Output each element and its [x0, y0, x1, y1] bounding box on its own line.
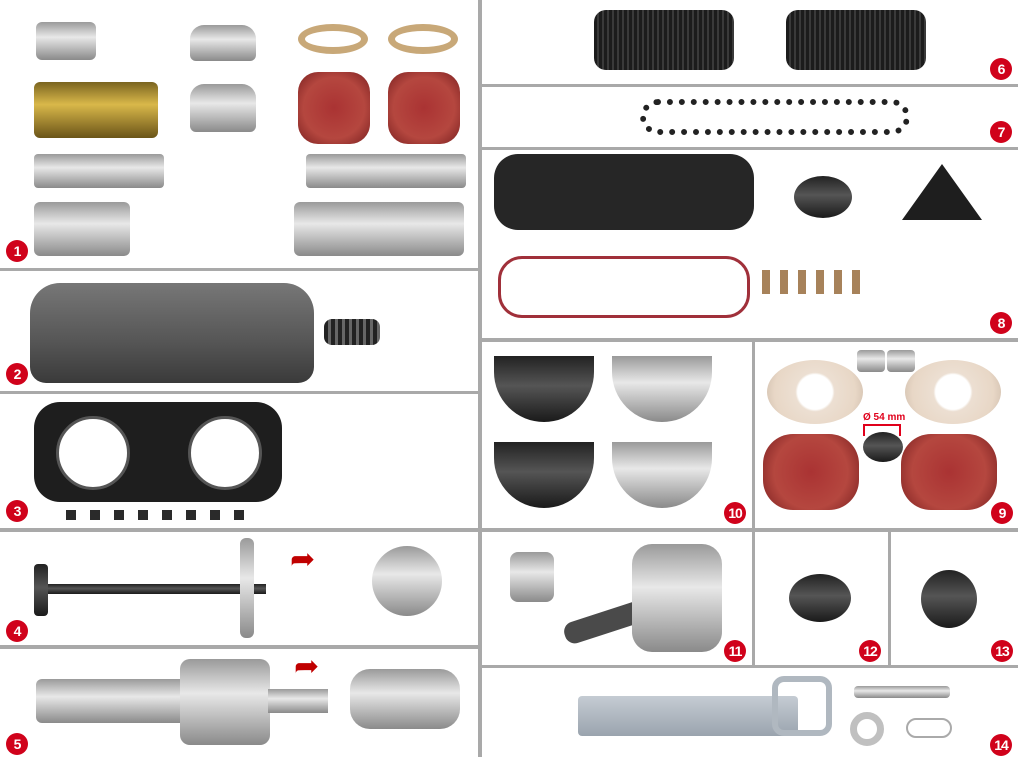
panel-1-guide-pin-kit: 1: [0, 0, 478, 268]
bellows: [594, 10, 734, 70]
bellows: [786, 10, 926, 70]
panel-5-adjuster-shaft: ➦ 5: [0, 649, 478, 757]
washer: [850, 712, 884, 746]
rubber-cap: [789, 574, 851, 622]
gasket-hole: [56, 416, 130, 490]
panel-9-piston-seal-kit: Ø 54 mm 9: [755, 342, 1018, 528]
r-clips: [906, 718, 952, 738]
panel-number-badge: 5: [6, 733, 28, 755]
seal: [794, 176, 852, 218]
panel-3-gasket: 3: [0, 394, 478, 528]
screws: [762, 270, 862, 294]
panel-number-badge: 1: [6, 240, 28, 262]
lever-housing: [632, 544, 722, 652]
spring: [324, 319, 380, 345]
gear-detail: [350, 669, 460, 729]
gear-detail: [372, 546, 442, 616]
panel-8-cover-kit: 8: [482, 150, 1018, 338]
ring: [298, 24, 368, 54]
cap: [190, 25, 256, 61]
panel-7-chain: 7: [482, 87, 1018, 147]
shaft: [36, 584, 266, 594]
cover-gasket: [498, 256, 750, 318]
panel-number-badge: 2: [6, 363, 28, 385]
bracket-plate: [578, 696, 798, 736]
guide-bolt: [306, 154, 466, 188]
dimension-bracket: [863, 424, 901, 436]
panel-number-badge: 7: [990, 121, 1012, 143]
cap-plug: [863, 432, 903, 462]
cap: [190, 84, 256, 132]
guide-sleeve: [34, 202, 130, 256]
gasket-hole: [188, 416, 262, 490]
panel-10-bearing-shells: 10: [482, 342, 752, 528]
ring: [388, 24, 458, 54]
shaft-end: [34, 564, 48, 616]
panel-6-bellows: 6: [482, 0, 1018, 84]
ribbed-cap: [921, 570, 977, 628]
piston-boot: [763, 434, 859, 510]
panel-number-badge: 12: [859, 640, 881, 662]
bushing: [887, 350, 915, 372]
gear-disc: [240, 538, 254, 638]
bushing: [857, 350, 885, 372]
panel-number-badge: 6: [990, 58, 1012, 80]
panel-number-badge: 10: [724, 502, 746, 524]
caliper-bridge: [30, 283, 314, 383]
cone-boot: [902, 164, 982, 220]
chain: [640, 99, 910, 135]
bearing-shell: [612, 356, 712, 422]
guide-sleeve: [294, 202, 464, 256]
piston-boot: [901, 434, 997, 510]
panel-14-bracket-kit: 14: [482, 668, 1018, 757]
bracket-fork: [772, 676, 832, 736]
panel-number-badge: 9: [991, 502, 1013, 524]
plastic-ring: [905, 360, 1001, 424]
brass-bushing: [34, 82, 158, 138]
panel-number-badge: 8: [990, 312, 1012, 334]
panel-11-lever: 11: [482, 532, 752, 665]
panel-number-badge: 13: [991, 640, 1013, 662]
small-lever: [510, 552, 554, 602]
plastic-ring: [767, 360, 863, 424]
shaft: [36, 679, 186, 723]
guide-bolt: [34, 154, 164, 188]
bearing-shell: [494, 356, 594, 422]
panel-number-badge: 11: [724, 640, 746, 662]
panel-number-badge: 14: [990, 734, 1012, 756]
boot: [298, 72, 370, 144]
cover-plate: [494, 154, 754, 230]
boot: [388, 72, 460, 144]
pin: [854, 686, 950, 698]
panel-4-adjuster-shaft: ➦ 4: [0, 532, 478, 645]
bearing-shell: [612, 442, 712, 508]
shaft-tip: [268, 689, 328, 713]
panel-2-bridge: 2: [0, 271, 478, 391]
panel-number-badge: 3: [6, 500, 28, 522]
arrow-icon: ➦: [290, 543, 316, 576]
bushing: [36, 22, 96, 60]
panel-12-cap: 12: [755, 532, 888, 665]
arrow-icon: ➦: [294, 650, 320, 683]
dimension-label: Ø 54 mm: [863, 412, 906, 423]
screws: [66, 510, 254, 520]
bearing-shell: [494, 442, 594, 508]
panel-number-badge: 4: [6, 620, 28, 642]
panel-13-cap: 13: [891, 532, 1018, 665]
shaft-gear: [180, 659, 270, 745]
